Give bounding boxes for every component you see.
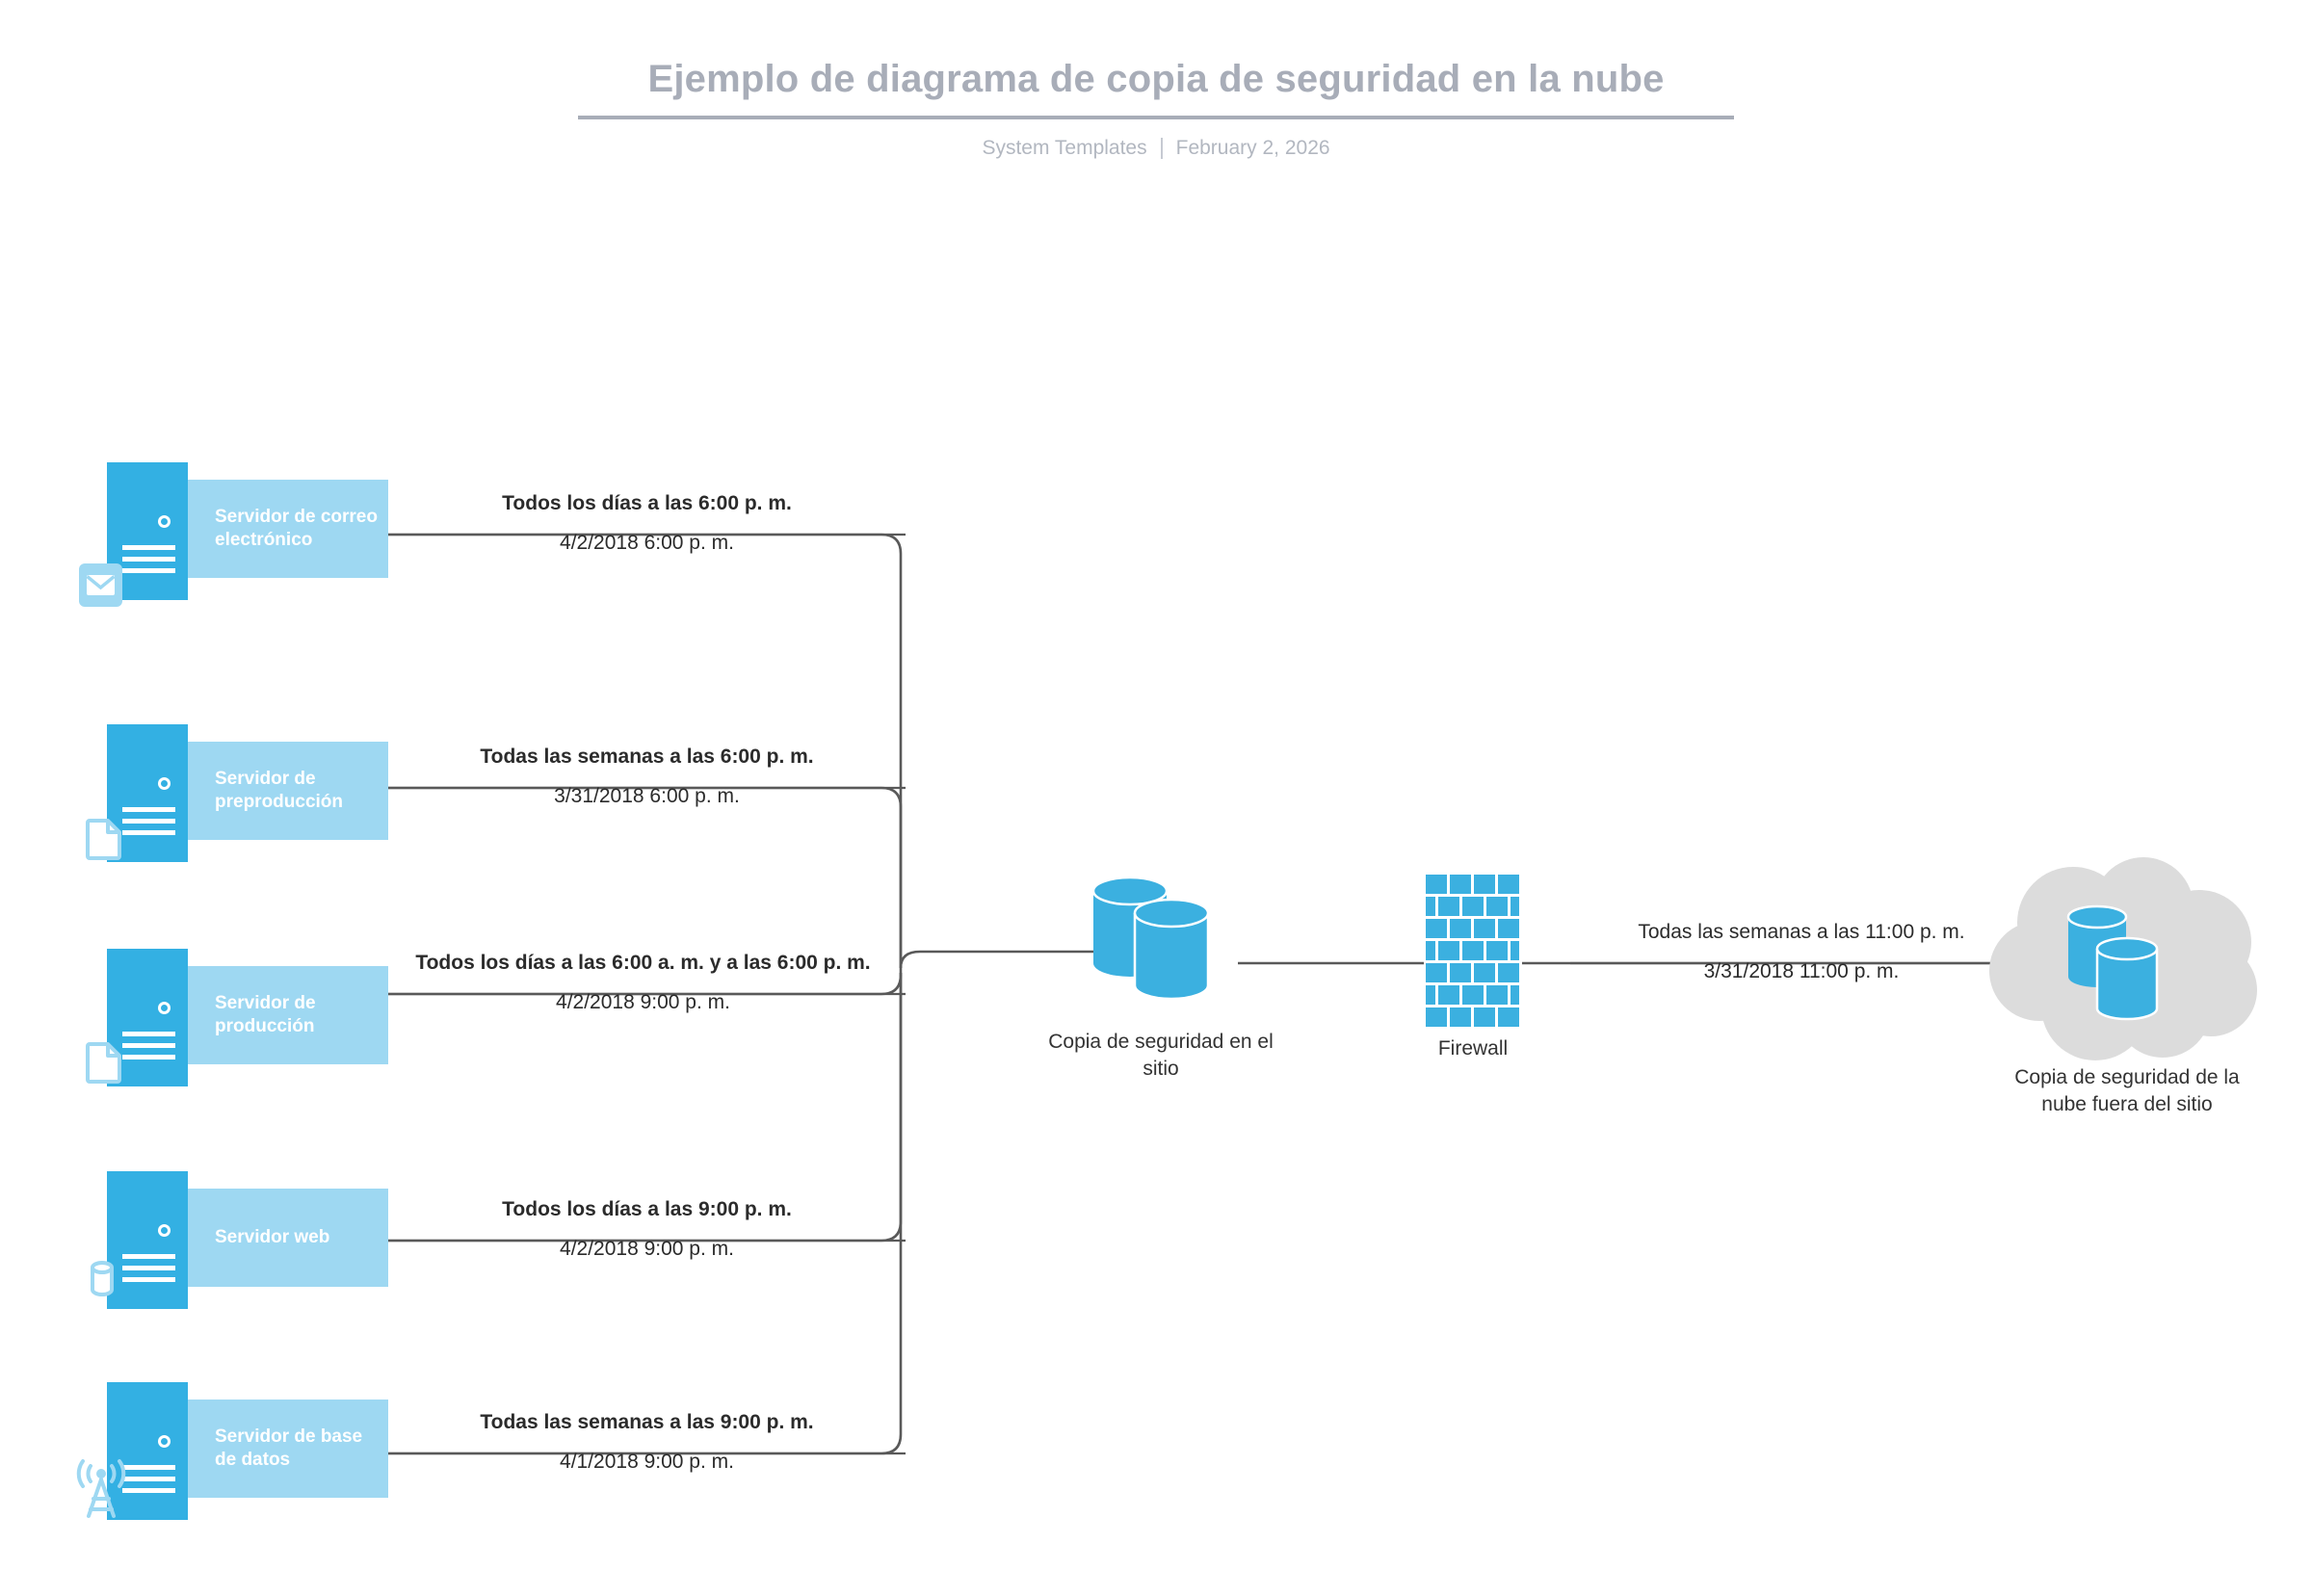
server-slots-icon xyxy=(122,1465,175,1493)
server-label-badge[interactable]: Servidor de correo electrónico xyxy=(188,480,388,578)
database-cylinder-icon xyxy=(83,1257,126,1300)
server-power-dot-icon xyxy=(158,777,171,790)
server-slots-icon xyxy=(122,1032,175,1060)
last-run-text: 4/1/2018 9:00 p. m. xyxy=(560,1451,734,1473)
server-label: Servidor de producción xyxy=(215,992,316,1036)
subtitle-separator xyxy=(1160,138,1163,159)
last-run-text: 4/2/2018 6:00 p. m. xyxy=(560,532,734,554)
server-slots-icon xyxy=(122,545,175,573)
server-slots-icon xyxy=(122,807,175,835)
schedule-label-production-server: Todos los días a las 6:00 a. m. y a las … xyxy=(381,953,906,1012)
document-icon xyxy=(83,817,126,860)
last-run-text: 4/2/2018 9:00 p. m. xyxy=(560,1238,734,1260)
server-power-dot-icon xyxy=(158,1002,171,1014)
server-label: Servidor de base de datos xyxy=(215,1426,363,1470)
cloud-with-cylinders-icon xyxy=(1989,857,2257,1060)
server-label-badge[interactable]: Servidor web xyxy=(188,1189,388,1287)
server-slots-icon xyxy=(122,1254,175,1282)
caption-onsite-backup: Copia de seguridad en el sitio xyxy=(1048,1031,1274,1080)
server-label: Servidor de preproducción xyxy=(215,768,344,812)
server-tower-icon xyxy=(107,1382,188,1520)
server-power-dot-icon xyxy=(158,1224,171,1237)
node-onsite-backup[interactable] xyxy=(1079,867,1252,1055)
date-label: February 2, 2026 xyxy=(1175,137,1330,159)
antenna-tower-icon xyxy=(71,1456,131,1522)
caption-offsite-cloud-backup: Copia de seguridad de la nube fuera del … xyxy=(2014,1066,2240,1115)
connector-bus-to-onsite xyxy=(899,950,1142,969)
document-header: Ejemplo de diagrama de copia de segurida… xyxy=(0,0,2312,160)
brick-wall-icon xyxy=(1426,875,1519,1027)
envelope-icon xyxy=(79,563,122,607)
title-divider xyxy=(578,116,1734,119)
schedule-label-cloud-link: Todas las semanas a las 11:00 p. m. 3/31… xyxy=(1570,922,2033,981)
node-offsite-cloud-backup[interactable] xyxy=(1980,848,2269,1103)
author-label: System Templates xyxy=(982,137,1147,159)
schedule-text: Todos los días a las 9:00 p. m. xyxy=(502,1198,792,1220)
server-power-dot-icon xyxy=(158,515,171,528)
schedule-label-mail-server: Todos los días a las 6:00 p. m. 4/2/2018… xyxy=(388,493,906,553)
server-label-badge[interactable]: Servidor de preproducción xyxy=(188,742,388,840)
schedule-label-database-server: Todas las semanas a las 9:00 p. m. 4/1/2… xyxy=(388,1412,906,1472)
node-firewall[interactable] xyxy=(1424,875,1522,1055)
schedule-text: Todos los días a las 6:00 a. m. y a las … xyxy=(415,952,871,974)
server-label-badge[interactable]: Servidor de producción xyxy=(188,966,388,1064)
server-power-dot-icon xyxy=(158,1435,171,1448)
schedule-text: Todas las semanas a las 11:00 p. m. xyxy=(1638,921,1965,943)
server-label: Servidor web xyxy=(215,1226,330,1247)
last-run-text: 3/31/2018 6:00 p. m. xyxy=(554,785,740,807)
page-title: Ejemplo de diagrama de copia de segurida… xyxy=(647,58,1665,100)
document-icon xyxy=(83,1040,126,1084)
connector-staging-server xyxy=(388,786,903,968)
schedule-text: Todas las semanas a las 6:00 p. m. xyxy=(480,746,814,768)
server-label-badge[interactable]: Servidor de base de datos xyxy=(188,1400,388,1498)
schedule-text: Todas las semanas a las 9:00 p. m. xyxy=(480,1411,814,1433)
server-label: Servidor de correo electrónico xyxy=(215,506,378,550)
caption-firewall: Firewall xyxy=(1437,1037,1509,1060)
schedule-text: Todos los días a las 6:00 p. m. xyxy=(502,492,792,514)
last-run-text: 3/31/2018 11:00 p. m. xyxy=(1703,960,1900,982)
last-run-text: 4/2/2018 9:00 p. m. xyxy=(556,991,730,1013)
double-cylinder-icon xyxy=(1091,876,1210,1001)
schedule-label-staging-server: Todas las semanas a las 6:00 p. m. 3/31/… xyxy=(388,746,906,806)
server-tower-icon xyxy=(107,1171,188,1309)
schedule-label-web-server: Todos los días a las 9:00 p. m. 4/2/2018… xyxy=(388,1199,906,1259)
document-subtitle: System Templates February 2, 2026 xyxy=(0,137,2312,160)
